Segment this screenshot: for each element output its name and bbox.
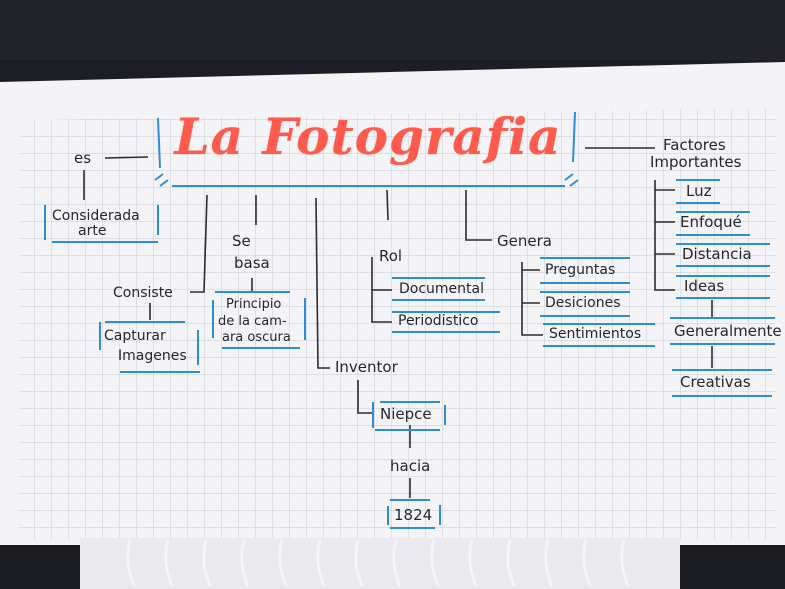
node-consiste: Consiste: [113, 285, 173, 301]
node-ideas: Ideas: [684, 277, 725, 295]
node-principio: Principio: [226, 297, 282, 312]
node-generalmente: Generalmente: [674, 322, 782, 340]
node-preguntas: Preguntas: [545, 262, 616, 278]
node-principio-3: ara oscura: [222, 330, 291, 345]
node-capturar-imagenes: Imagenes: [118, 348, 187, 364]
node-hacia: hacia: [390, 457, 431, 475]
node-considerada-arte: arte: [78, 223, 107, 239]
node-importantes: Importantes: [650, 153, 742, 171]
page-title: La Fotografia: [174, 107, 562, 166]
node-principio-2: de la cam-: [218, 314, 287, 329]
node-year: 1824: [394, 506, 433, 524]
node-capturar: Capturar: [104, 328, 166, 344]
node-luz: Luz: [686, 182, 712, 200]
node-considerada: Considerada: [52, 208, 140, 224]
node-rol: Rol: [379, 247, 403, 265]
node-documental: Documental: [399, 281, 484, 297]
node-distancia: Distancia: [682, 245, 752, 263]
node-niepce: Niepce: [380, 405, 432, 423]
node-periodistico: Periodistico: [398, 313, 479, 329]
node-sentimientos: Sentimientos: [549, 326, 642, 342]
title-decorations: [154, 111, 579, 187]
blue-boxes: [44, 179, 775, 529]
node-es: es: [74, 149, 92, 167]
spiral-binding: [126, 539, 630, 587]
node-inventor: Inventor: [335, 358, 398, 376]
node-desiciones: Desiciones: [545, 295, 621, 311]
node-creativas: Creativas: [680, 373, 751, 391]
node-basa: basa: [234, 254, 270, 272]
node-se: Se: [232, 232, 251, 250]
node-factores: Factores: [663, 136, 726, 154]
connectors: [83, 147, 713, 498]
node-enfoque: Enfoqué: [680, 213, 742, 231]
node-genera: Genera: [497, 232, 552, 250]
